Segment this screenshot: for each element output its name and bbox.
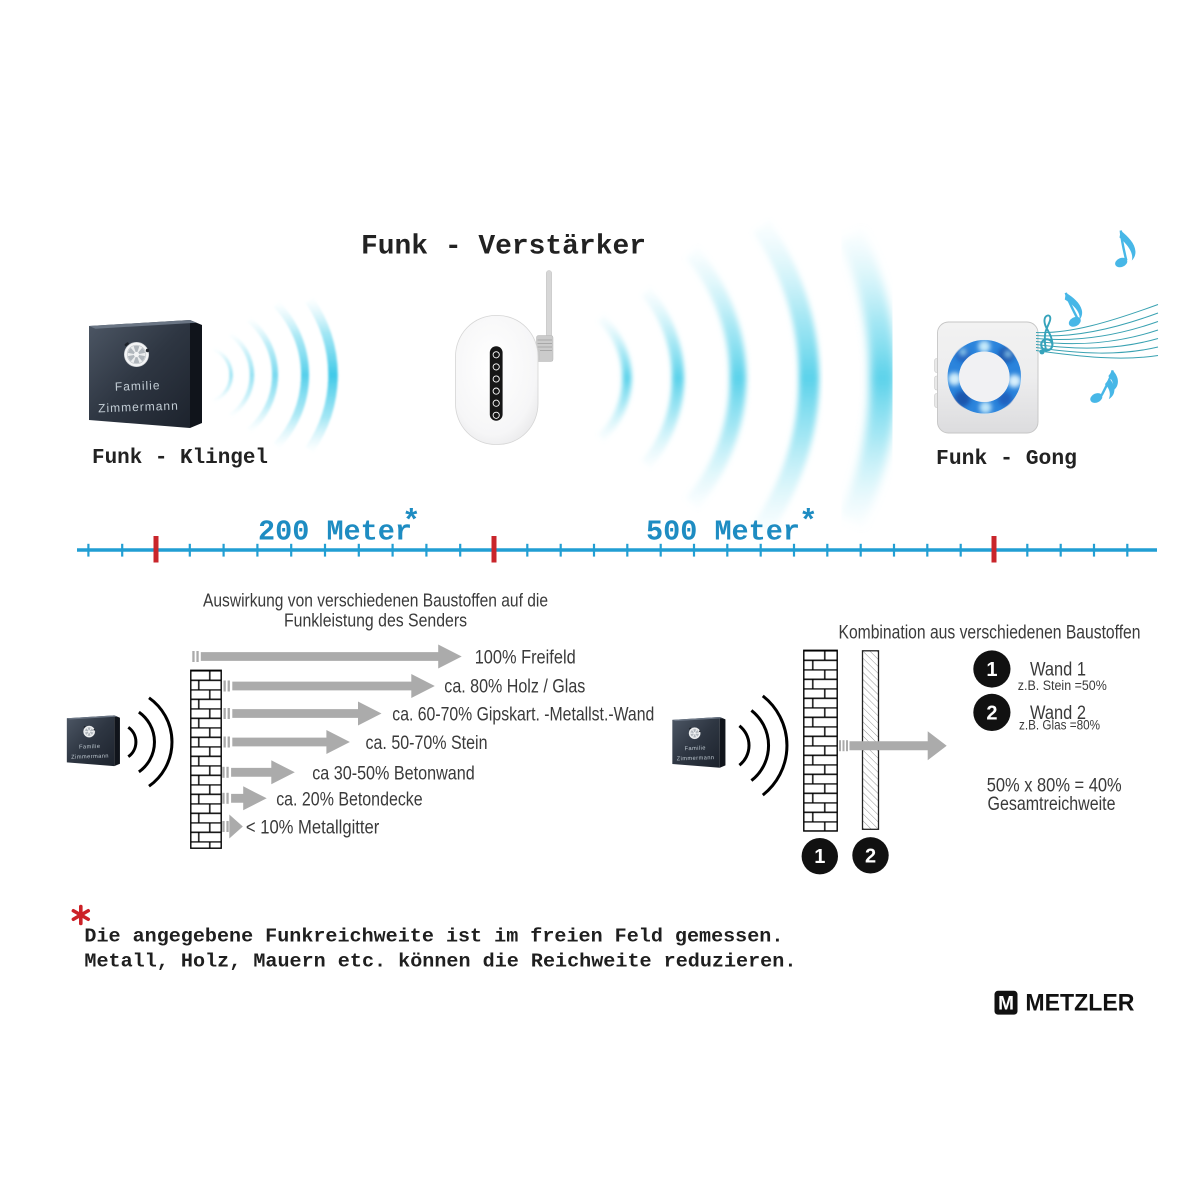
svg-text:Funk - Gong: Funk - Gong: [936, 447, 1077, 471]
svg-text:1: 1: [986, 659, 997, 681]
svg-text:1: 1: [814, 846, 825, 868]
svg-text:Auswirkung von verschiedenen B: Auswirkung von verschiedenen Baustoffen …: [203, 590, 548, 611]
svg-text:Gesamtreichweite: Gesamtreichweite: [988, 793, 1116, 815]
svg-text:Wand 1: Wand 1: [1030, 660, 1086, 681]
svg-text:ca 30-50% Betonwand: ca 30-50% Betonwand: [312, 763, 475, 784]
svg-text:z.B. Stein =50%: z.B. Stein =50%: [1018, 678, 1107, 693]
svg-text:Funk - Verstärker: Funk - Verstärker: [361, 232, 646, 263]
svg-text:*: *: [799, 505, 818, 540]
svg-text:100% Freifeld: 100% Freifeld: [475, 648, 576, 669]
svg-text:Funk - Klingel: Funk - Klingel: [92, 446, 268, 470]
svg-text:ca. 50-70% Stein: ca. 50-70% Stein: [366, 733, 488, 754]
svg-text:2: 2: [986, 702, 997, 724]
svg-text:2: 2: [865, 845, 876, 867]
svg-text:Funkleistung des Senders: Funkleistung des Senders: [284, 610, 467, 631]
svg-text:ca. 20% Betondecke: ca. 20% Betondecke: [276, 789, 423, 810]
svg-text:*: *: [402, 505, 421, 540]
svg-text:50% x 80% = 40%: 50% x 80% = 40%: [987, 775, 1122, 797]
svg-text:z.B. Glas =80%: z.B. Glas =80%: [1019, 718, 1100, 733]
svg-text:500 Meter: 500 Meter: [646, 516, 800, 549]
svg-text:Wand 2: Wand 2: [1030, 703, 1086, 724]
svg-text:M: M: [998, 994, 1014, 1015]
svg-text:METZLER: METZLER: [1025, 990, 1134, 1017]
svg-text:< 10% Metallgitter: < 10% Metallgitter: [246, 818, 380, 839]
svg-text:Die angegebene Funkreichweite: Die angegebene Funkreichweite ist im fre…: [84, 925, 783, 947]
svg-text:ca. 80% Holz / Glas: ca. 80% Holz / Glas: [444, 677, 585, 698]
svg-text:Kombination aus verschiedenen: Kombination aus verschiedenen Baustoffen: [839, 623, 1141, 644]
svg-text:Metall, Holz, Mauern etc. könn: Metall, Holz, Mauern etc. können die Rei…: [84, 950, 796, 972]
svg-text:200 Meter: 200 Meter: [258, 516, 412, 549]
svg-text:ca. 60-70% Gipskart. -Metallst: ca. 60-70% Gipskart. -Metallst.-Wand: [392, 705, 654, 726]
